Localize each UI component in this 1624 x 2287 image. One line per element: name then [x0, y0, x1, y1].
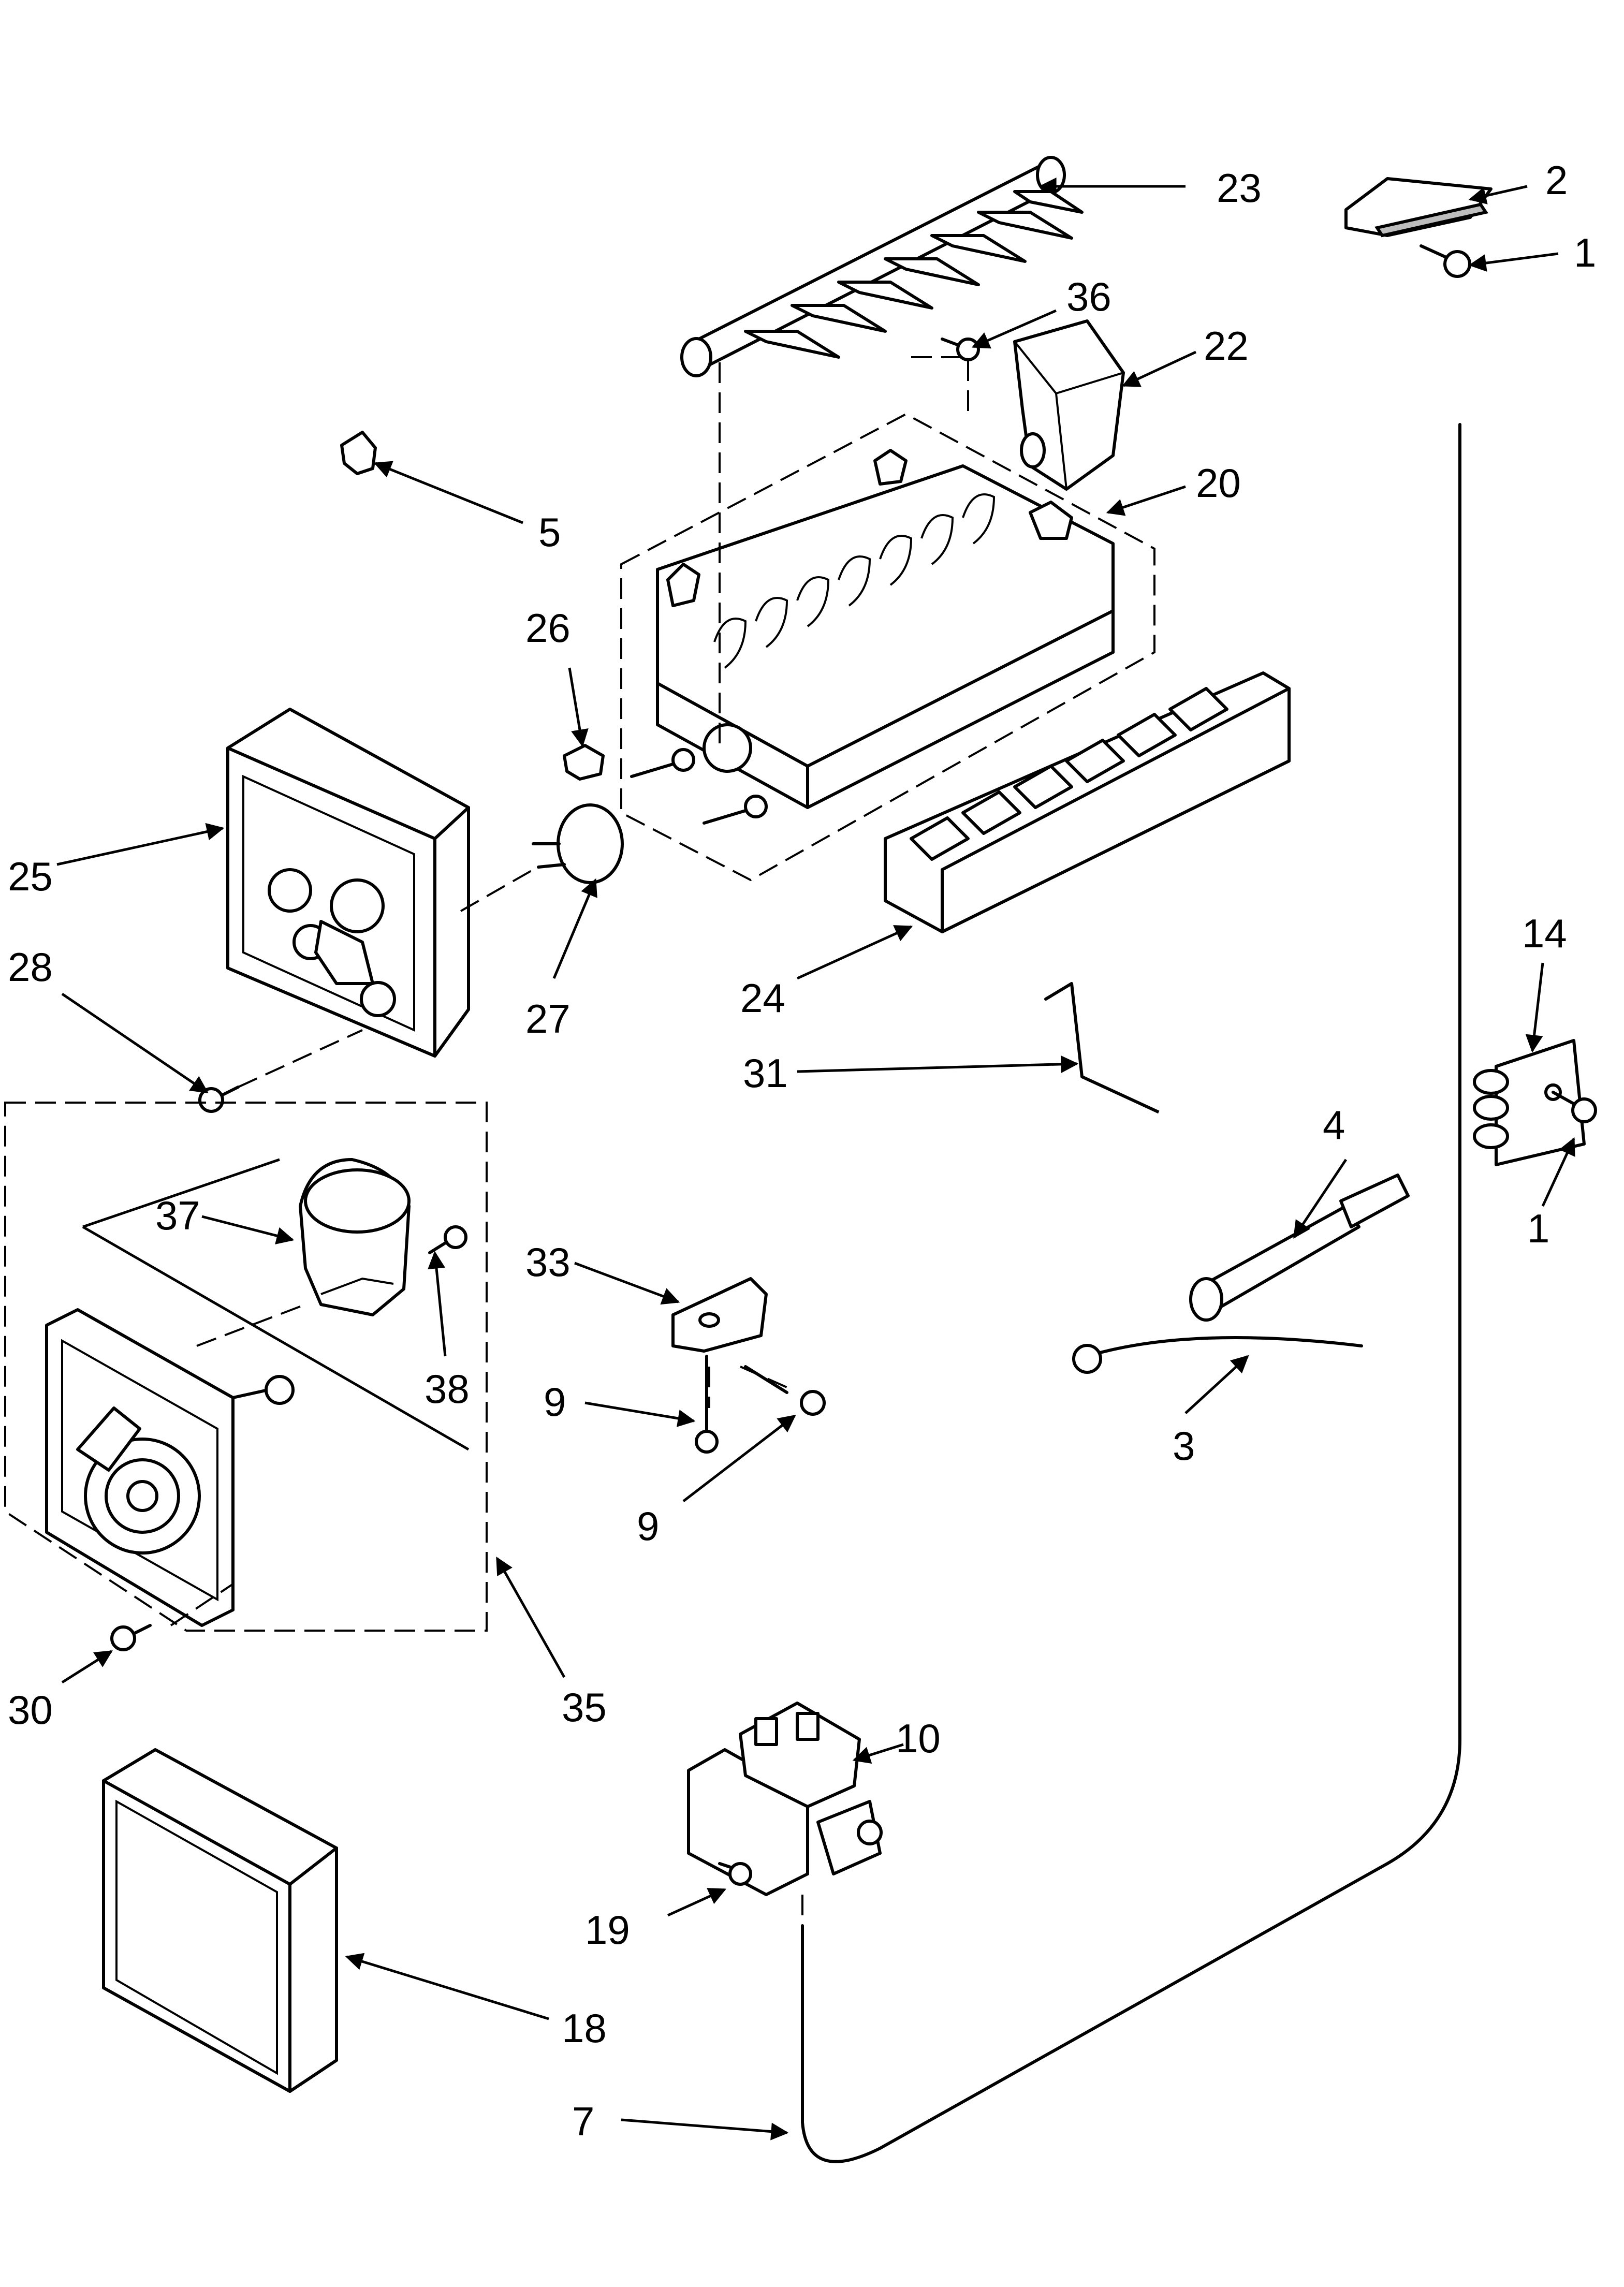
callout-33: 33	[525, 1239, 570, 1285]
callout-2: 2	[1545, 157, 1568, 203]
screw-28	[198, 1086, 240, 1113]
callout-36: 36	[1066, 274, 1111, 319]
callout-31: 31	[743, 1050, 788, 1096]
callout-19: 19	[585, 1907, 630, 1953]
screw-19	[718, 1862, 752, 1886]
stripper-24	[884, 671, 1291, 933]
motor-37	[299, 1158, 411, 1316]
callout-9-upper: 9	[544, 1379, 566, 1425]
callout-30: 30	[8, 1687, 53, 1733]
bracket-33	[671, 1277, 768, 1353]
callout-1-upper: 1	[1574, 230, 1596, 275]
callout-9-lower: 9	[637, 1503, 659, 1549]
screw-30	[110, 1624, 152, 1651]
callout-18: 18	[562, 2005, 607, 2051]
clip-2	[1344, 177, 1493, 238]
water-line	[801, 423, 1461, 2163]
clip-5	[340, 431, 377, 475]
callout-1-lower: 1	[1527, 1206, 1549, 1251]
leader-lines	[56, 178, 1575, 2141]
callout-35: 35	[562, 1684, 607, 1730]
callout-28: 28	[8, 944, 53, 990]
callout-22: 22	[1204, 323, 1249, 369]
screw-1-upper	[1420, 244, 1471, 278]
motor-assembly-box-35	[4, 1102, 488, 1632]
module-plate	[45, 1308, 295, 1627]
screw-9-vertical	[695, 1355, 719, 1454]
clamp-14	[1473, 1039, 1586, 1166]
callout-27: 27	[525, 996, 570, 1042]
callout-labels: 23 2 1 36 22 5 20 26 25 27 24 28 14 31 4…	[8, 157, 1596, 2144]
callout-10: 10	[896, 1716, 941, 1761]
callout-4: 4	[1323, 1102, 1345, 1148]
callout-26: 26	[525, 605, 570, 651]
callout-20: 20	[1196, 460, 1241, 506]
water-valve-10	[687, 1702, 883, 1896]
callout-7: 7	[572, 2099, 594, 2144]
ice-mold-20	[620, 413, 1155, 882]
tube-3	[1072, 1336, 1363, 1374]
callout-3: 3	[1173, 1423, 1195, 1469]
callout-38: 38	[425, 1366, 470, 1412]
callout-37: 37	[155, 1193, 200, 1238]
callout-25: 25	[8, 854, 53, 899]
callout-24: 24	[740, 975, 785, 1021]
module-housing-25	[226, 708, 470, 1058]
clip-26	[563, 744, 605, 781]
thermostat-27	[532, 803, 624, 884]
callout-5: 5	[538, 509, 561, 555]
callout-14: 14	[1522, 911, 1567, 956]
screw-1-lower	[1552, 1091, 1597, 1123]
cover-18	[102, 1748, 338, 2093]
fill-cup-22	[1013, 319, 1125, 491]
screw-38	[428, 1225, 467, 1254]
ejector-blade-23	[680, 156, 1084, 377]
assembly-guides	[170, 356, 969, 1915]
callout-23: 23	[1217, 165, 1262, 211]
